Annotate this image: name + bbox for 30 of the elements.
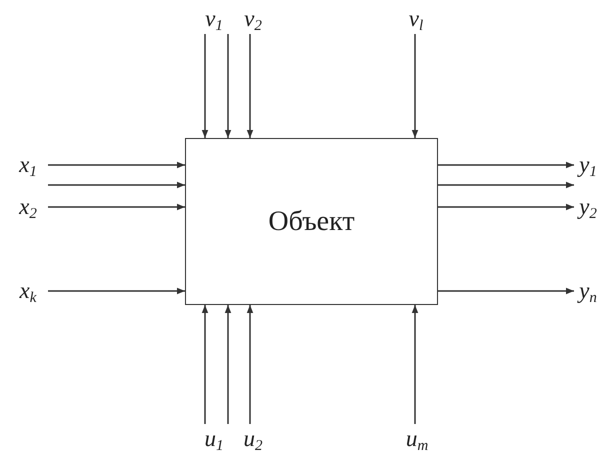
variable-label: v$_{1}$	[202, 4, 226, 34]
variable-label: y$_{1}$	[574, 150, 602, 180]
arrow	[48, 204, 185, 210]
arrow	[224, 305, 232, 424]
variable-label: u$_{m}$	[402, 424, 432, 454]
arrow	[202, 305, 208, 424]
variable-label: y$_{2}$	[574, 192, 602, 222]
variable-label: u$_{2}$	[240, 424, 266, 454]
variable-label: v$_{2}$	[240, 4, 266, 34]
arrow	[438, 288, 574, 294]
arrow	[48, 162, 185, 168]
variable-label: u$_{1}$	[202, 424, 226, 454]
arrow	[438, 162, 574, 168]
variable-label: x$_{2}$	[8, 192, 48, 222]
arrow	[48, 182, 185, 188]
arrow	[438, 182, 574, 188]
object-label: Объект	[268, 206, 355, 238]
variable-label: v$_{l}$	[404, 4, 428, 34]
arrow	[48, 288, 185, 294]
arrow	[438, 204, 574, 210]
variable-label: y$_{n}$	[574, 276, 602, 306]
variable-label: x$_{1}$	[8, 150, 48, 180]
object-box	[185, 138, 438, 305]
arrow	[412, 34, 418, 138]
arrow	[246, 34, 254, 138]
variable-label: x$_{k}$	[8, 276, 48, 306]
arrow	[224, 34, 232, 138]
arrow	[202, 34, 208, 138]
arrow	[246, 305, 254, 424]
arrow	[412, 305, 418, 424]
